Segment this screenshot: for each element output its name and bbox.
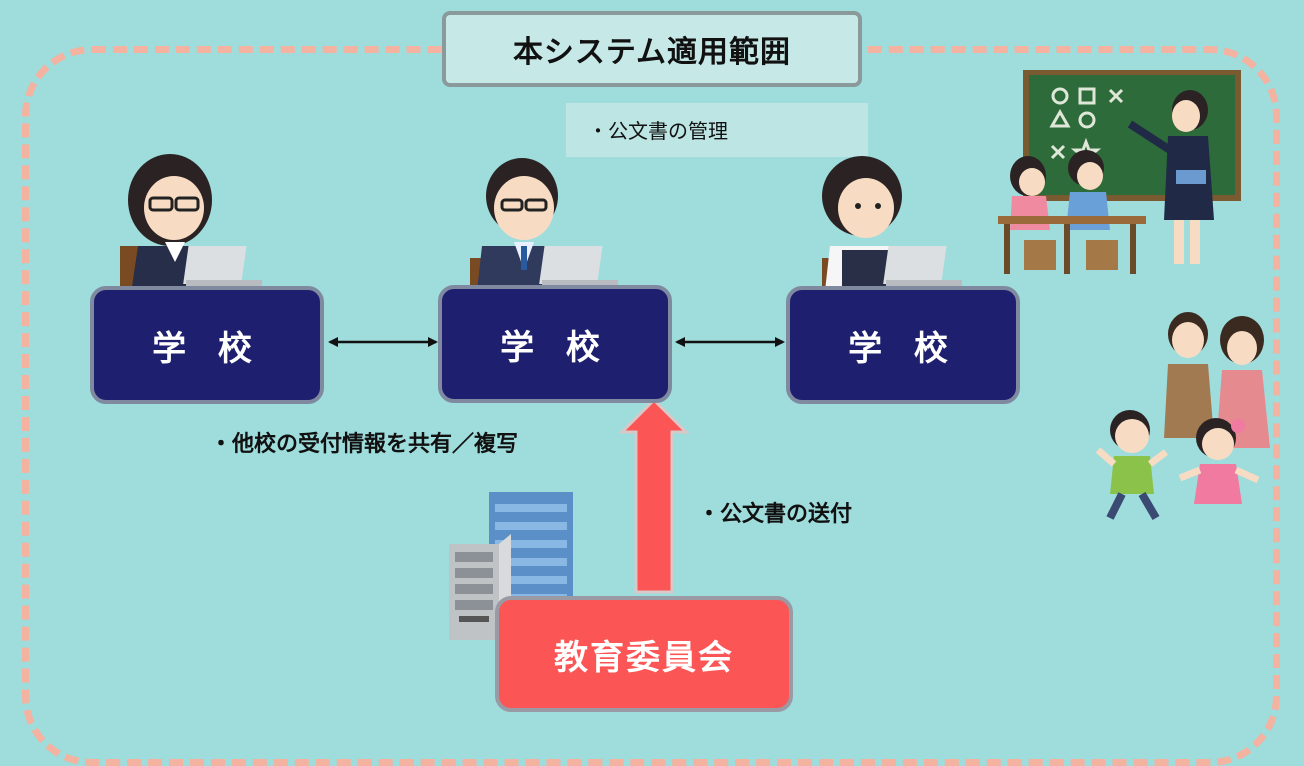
principal-at-laptop-icon (462, 158, 648, 300)
send-arrow (618, 397, 690, 594)
family-icon (1095, 312, 1270, 521)
teacher-at-laptop-icon (116, 154, 296, 300)
management-note: ・公文書の管理 (566, 103, 868, 157)
share-label: ・他校の受付情報を共有／複写 (210, 432, 519, 457)
school-box-left: 学 校 (90, 286, 324, 404)
school-box-center: 学 校 (438, 285, 672, 403)
classroom-icon (998, 70, 1241, 274)
connector-arrows (328, 337, 785, 594)
school-box-right: 学 校 (786, 286, 1020, 404)
board-of-education-box: 教育委員会 (495, 596, 793, 712)
clerk-at-laptop-icon (812, 156, 994, 300)
send-label: ・公文書の送付 (698, 502, 853, 527)
scope-title: 本システム適用範囲 (442, 11, 862, 87)
